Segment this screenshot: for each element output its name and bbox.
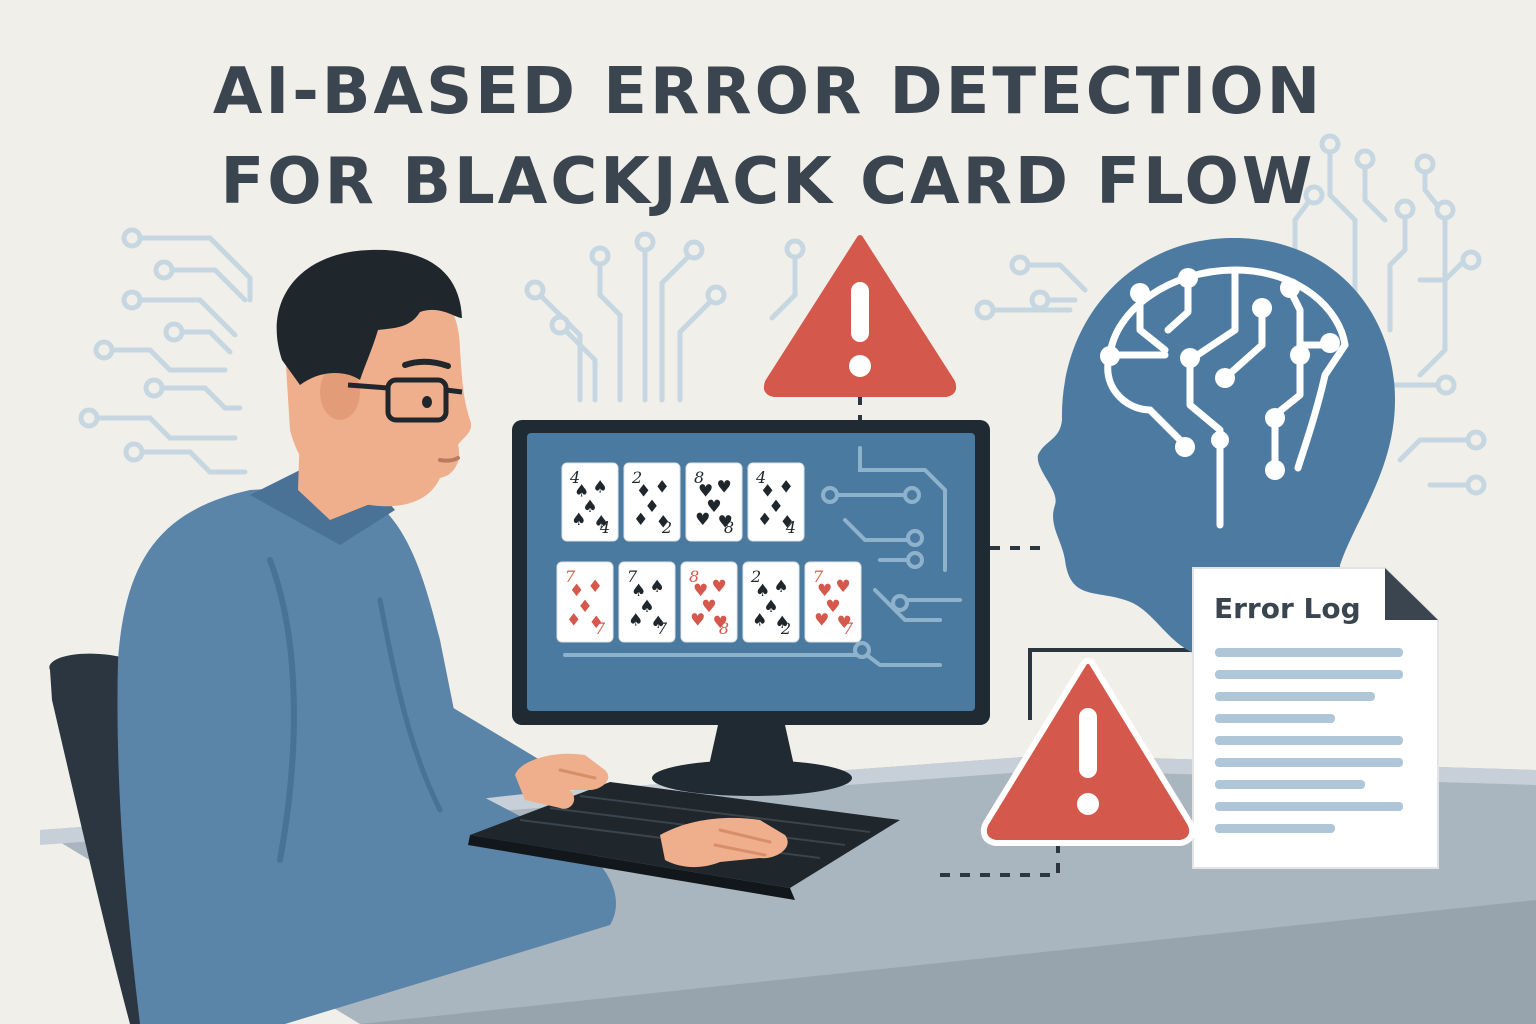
card-suit: ♠ bbox=[639, 597, 654, 617]
playing-card-icon: 88♥♥♥♥♥ bbox=[685, 462, 743, 542]
card-suit: ♦ bbox=[589, 613, 604, 633]
card-suit: ♠ bbox=[752, 611, 767, 631]
card-suit: ♠ bbox=[571, 510, 586, 530]
card-suit: ♠ bbox=[631, 581, 646, 601]
card-rank: 8 bbox=[724, 518, 734, 537]
warning-icon bbox=[763, 235, 957, 397]
playing-card-icon: 77♥♥♥♥♥ bbox=[804, 561, 862, 643]
card-rank: 8 bbox=[719, 619, 729, 638]
card-rank: 2 bbox=[631, 468, 642, 487]
card-suit: ♠ bbox=[574, 481, 589, 501]
card-suit: ♠ bbox=[763, 597, 778, 617]
card-rank: 7 bbox=[657, 619, 668, 638]
hands bbox=[515, 753, 788, 868]
card-rank: 7 bbox=[627, 567, 638, 586]
card-suit: ♥ bbox=[693, 581, 708, 601]
playing-card-icon: 22♠♠♠♠♠ bbox=[742, 561, 800, 643]
card-suit: ♦ bbox=[760, 481, 775, 501]
document-icon bbox=[1192, 567, 1439, 869]
playing-card-icon: 77♠♠♠♠♠ bbox=[618, 561, 676, 643]
card-row-top: 44♠♠♠♠♠22♦♦♦♦♦88♥♥♥♥♥44♦♦♦♦♦ bbox=[561, 462, 805, 542]
monitor-neck bbox=[708, 725, 795, 770]
playing-card-icon: 22♦♦♦♦♦ bbox=[623, 462, 681, 542]
card-rank: 7 bbox=[565, 567, 576, 586]
card-suit: ♦ bbox=[566, 611, 581, 631]
card-rank: 7 bbox=[843, 619, 854, 638]
card-suit: ♦ bbox=[577, 597, 592, 617]
card-suit: ♥ bbox=[837, 613, 852, 633]
card-suit: ♦ bbox=[633, 510, 648, 530]
card-rank: 4 bbox=[569, 468, 580, 487]
playing-card-icon: 44♠♠♠♠♠ bbox=[561, 462, 619, 542]
card-suit: ♥ bbox=[817, 581, 832, 601]
card-suit: ♥ bbox=[814, 611, 829, 631]
card-suit: ♠ bbox=[775, 613, 790, 633]
error-log-label: Error Log bbox=[1214, 592, 1361, 625]
card-suit: ♥ bbox=[701, 597, 716, 617]
card-rank: 7 bbox=[813, 567, 824, 586]
card-suit: ♠ bbox=[773, 577, 788, 597]
card-suit: ♥ bbox=[835, 577, 850, 597]
card-suit: ♥ bbox=[718, 513, 733, 533]
card-rank: 2 bbox=[750, 567, 761, 586]
card-suit: ♠ bbox=[582, 497, 597, 517]
card-suit: ♠ bbox=[628, 611, 643, 631]
card-suit: ♦ bbox=[780, 513, 795, 533]
card-suit: ♦ bbox=[644, 497, 659, 517]
card-suit: ♥ bbox=[825, 597, 840, 617]
card-suit: ♥ bbox=[690, 611, 705, 631]
circuit-traces-background bbox=[92, 147, 1473, 488]
card-rank: 8 bbox=[689, 567, 699, 586]
warning-icon bbox=[980, 658, 1196, 846]
monitor-stand bbox=[652, 760, 852, 796]
page-title-line-2: FOR BLACKJACK CARD FLOW bbox=[220, 145, 1316, 219]
card-row-bottom: 77♦♦♦♦♦77♠♠♠♠♠88♥♥♥♥♥22♠♠♠♠♠77♥♥♥♥♥ bbox=[556, 561, 862, 643]
card-suit: ♠ bbox=[755, 581, 770, 601]
person-at-computer bbox=[117, 249, 616, 1024]
playing-card-icon: 77♦♦♦♦♦ bbox=[556, 561, 614, 643]
card-suit: ♦ bbox=[654, 477, 669, 497]
log-connector bbox=[1028, 648, 1200, 720]
card-suit: ♥ bbox=[716, 477, 731, 497]
card-suit: ♠ bbox=[649, 577, 664, 597]
card-suit: ♦ bbox=[656, 513, 671, 533]
card-suit: ♦ bbox=[587, 577, 602, 597]
card-suit: ♥ bbox=[711, 577, 726, 597]
card-suit: ♠ bbox=[592, 477, 607, 497]
card-rank: 7 bbox=[595, 619, 606, 638]
card-rank: 2 bbox=[780, 619, 791, 638]
brain-circuit-icon bbox=[1037, 237, 1395, 660]
card-rank: 2 bbox=[661, 518, 672, 537]
page-title-line-1: AI-BASED ERROR DETECTION bbox=[212, 55, 1324, 129]
card-rank: 8 bbox=[694, 468, 704, 487]
playing-card-icon: 88♥♥♥♥♥ bbox=[680, 561, 738, 643]
playing-card-icon: 44♦♦♦♦♦ bbox=[747, 462, 805, 542]
circuit-nodes-background bbox=[78, 133, 1487, 496]
card-suit: ♦ bbox=[636, 481, 651, 501]
dashed-connectors bbox=[858, 395, 1060, 877]
card-suit: ♠ bbox=[651, 613, 666, 633]
card-suit: ♥ bbox=[713, 613, 728, 633]
card-rank: 4 bbox=[599, 518, 610, 537]
card-suit: ♦ bbox=[778, 477, 793, 497]
card-suit: ♦ bbox=[757, 510, 772, 530]
card-rank: 4 bbox=[755, 468, 766, 487]
card-suit: ♥ bbox=[695, 510, 710, 530]
card-suit: ♥ bbox=[698, 481, 713, 501]
card-suit: ♠ bbox=[594, 513, 609, 533]
log-lines bbox=[1215, 648, 1403, 833]
card-suit: ♥ bbox=[706, 497, 721, 517]
card-suit: ♦ bbox=[569, 581, 584, 601]
card-suit: ♦ bbox=[768, 497, 783, 517]
card-rank: 4 bbox=[785, 518, 796, 537]
